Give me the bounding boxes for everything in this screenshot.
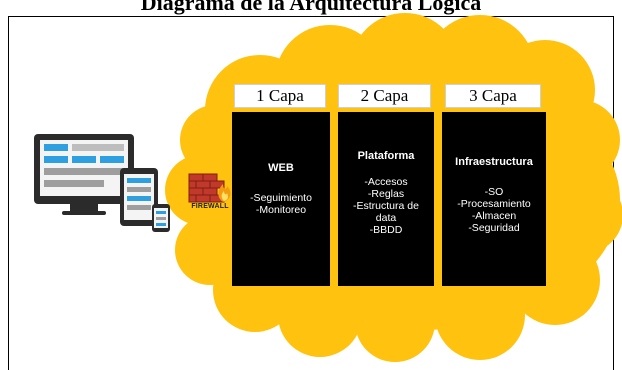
layer-2-item: -BBDD bbox=[369, 224, 403, 236]
layer-3-header: 3 Capa bbox=[445, 84, 541, 108]
layer-1-panel: WEB -Seguimiento -Monitoreo bbox=[232, 112, 330, 286]
layer-2-item: -Accesos bbox=[364, 176, 408, 188]
layer-2-item: -Reglas bbox=[367, 188, 405, 200]
layer-1-item: -Monitoreo bbox=[255, 204, 307, 216]
layer-2-header: 2 Capa bbox=[338, 84, 431, 108]
frame-left-border bbox=[8, 16, 9, 370]
layer-2-item: data bbox=[375, 212, 397, 224]
firewall-icon: FIREWALL bbox=[187, 166, 233, 216]
layer-3-item: -SO bbox=[484, 186, 504, 198]
layer-3-panel: Infraestructura -SO -Procesamiento -Alma… bbox=[442, 112, 546, 286]
layer-2-item: -Estructura de bbox=[353, 200, 419, 212]
layer-1-item: -Seguimiento bbox=[250, 192, 312, 204]
responsive-devices-icon bbox=[34, 134, 170, 232]
layer-3-title: Infraestructura bbox=[455, 156, 533, 168]
layer-3-item: -Procesamiento bbox=[457, 198, 531, 210]
layer-1-header: 1 Capa bbox=[234, 84, 326, 108]
layer-2-title: Plataforma bbox=[357, 150, 415, 162]
layer-3-item: -Seguridad bbox=[468, 222, 520, 234]
firewall-label: FIREWALL bbox=[191, 203, 229, 210]
layer-2-panel: Plataforma -Accesos -Reglas -Estructura … bbox=[338, 112, 434, 286]
layer-3-item: -Almacen bbox=[471, 210, 517, 222]
page-title: Diagrama de la Arquitectura Lógica bbox=[140, 0, 482, 15]
layer-1-title: WEB bbox=[268, 162, 294, 174]
